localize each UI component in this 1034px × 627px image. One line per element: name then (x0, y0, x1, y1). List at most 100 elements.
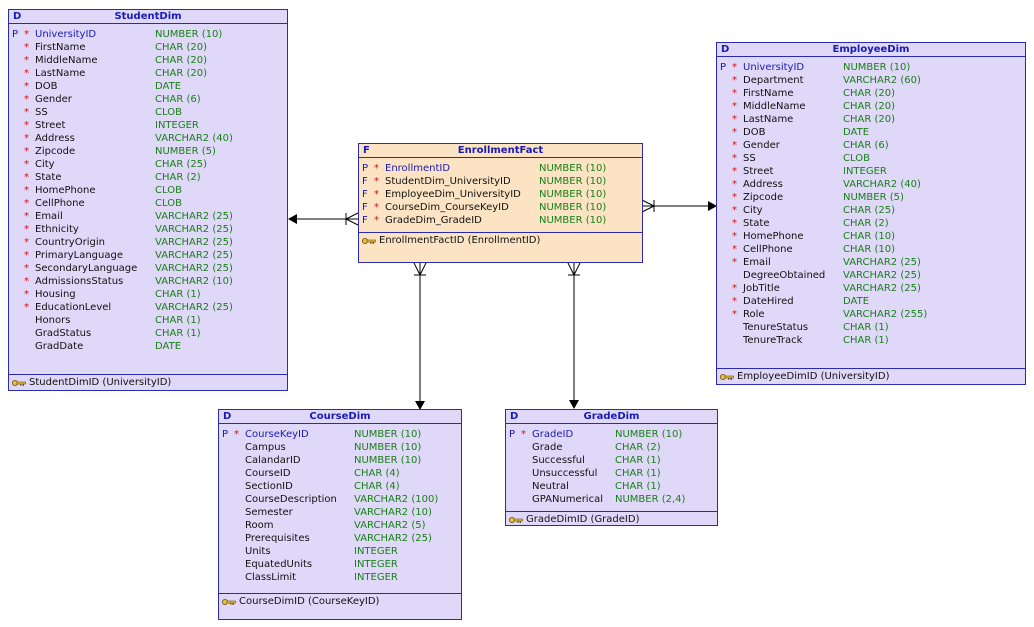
column-name: UniversityID (35, 29, 97, 40)
primary-key-row[interactable]: StudentDimID (UniversityID) (9, 376, 287, 390)
column-name: CellPhone (743, 244, 793, 255)
primary-key-row[interactable]: EnrollmentFactID (EnrollmentID) (359, 234, 642, 248)
column-row[interactable]: EquatedUnits INTEGER (219, 558, 461, 571)
column-mandatory-flag: * (24, 237, 29, 248)
column-type: VARCHAR2 (5) (354, 520, 426, 531)
column-name: EquatedUnits (245, 559, 313, 570)
column-type: NUMBER (10) (615, 429, 683, 440)
primary-key-label: StudentDimID (UniversityID) (29, 377, 172, 388)
key-icon (12, 380, 26, 386)
column-mandatory-flag: * (24, 68, 29, 79)
column-type: NUMBER (10) (843, 62, 911, 73)
column-mandatory-flag: * (732, 101, 737, 112)
column-name: Address (35, 133, 75, 144)
column-type: CHAR (4) (354, 481, 400, 492)
column-name: DateHired (743, 296, 794, 307)
column-type: INTEGER (354, 559, 398, 570)
column-name: CourseID (245, 468, 291, 479)
column-type: NUMBER (10) (539, 176, 607, 187)
primary-key-row[interactable]: EmployeeDimID (UniversityID) (717, 370, 1025, 384)
primary-key-row[interactable]: GradeDimID (GradeID) (506, 513, 717, 527)
column-type: VARCHAR2 (40) (843, 179, 921, 190)
column-name: GradeDim_GradeID (385, 215, 482, 226)
primary-key-row[interactable]: CourseDimID (CourseKeyID) (219, 595, 461, 609)
